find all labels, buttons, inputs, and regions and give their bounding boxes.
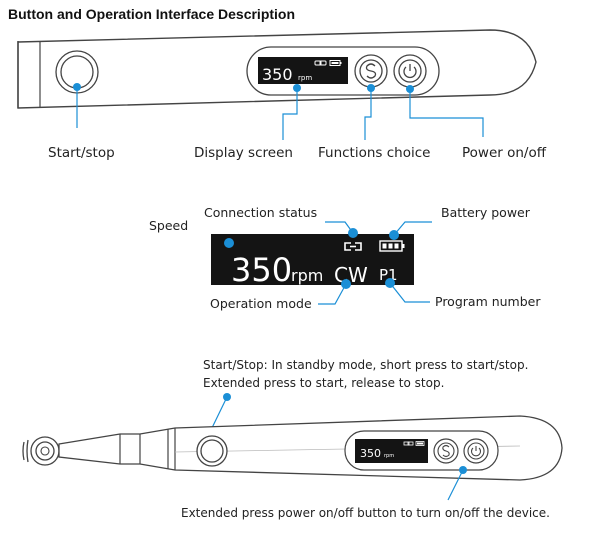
- contra-angle-head: [22, 436, 60, 466]
- battery-icon: [415, 441, 425, 446]
- label-start-stop: Start/stop: [48, 145, 115, 161]
- detail-speed-unit: rpm: [291, 266, 323, 285]
- note-start-line1: Start/Stop: In standby mode, short press…: [203, 358, 528, 372]
- device-power-button[interactable]: [463, 438, 489, 464]
- callout-line: [447, 469, 464, 501]
- handpiece-top: 350 rpm: [17, 29, 547, 161]
- power-icon: [403, 64, 417, 79]
- battery-icon: [379, 240, 405, 252]
- link-icon: [314, 60, 327, 66]
- device-display-speed: 350: [360, 447, 381, 460]
- display-detail: 350 rpm CW P1: [149, 205, 541, 311]
- device-display-screen: 350 rpm: [355, 439, 428, 463]
- label-battery-power: Battery power: [441, 205, 531, 220]
- detail-speed-value: 350: [231, 251, 292, 289]
- label-program-number: Program number: [435, 294, 541, 309]
- display-screen: 350 rpm: [258, 57, 348, 84]
- full-device: Start/Stop: In standby mode, short press…: [22, 358, 563, 520]
- label-speed: Speed: [149, 218, 188, 233]
- functions-choice-button[interactable]: [354, 54, 388, 88]
- note-start-line2: Extended press to start, release to stop…: [203, 376, 444, 390]
- detail-mode: CW: [334, 263, 368, 287]
- s-function-icon: [365, 63, 377, 79]
- power-button[interactable]: [393, 54, 427, 88]
- callouts-detail: [224, 221, 432, 305]
- device-start-stop-button[interactable]: [196, 435, 228, 467]
- device-functions-button[interactable]: [433, 438, 459, 464]
- s-function-icon: [442, 444, 450, 458]
- display-unit: rpm: [298, 74, 312, 82]
- display-speed: 350: [262, 65, 293, 84]
- note-power: Extended press power on/off button to tu…: [181, 506, 550, 520]
- page-title: Button and Operation Interface Descripti…: [8, 6, 296, 22]
- battery-icon: [329, 60, 342, 66]
- label-operation-mode: Operation mode: [210, 296, 312, 311]
- device-display-unit: rpm: [384, 453, 394, 459]
- label-power: Power on/off: [462, 145, 547, 161]
- link-icon: [344, 242, 362, 251]
- label-connection-status: Connection status: [204, 205, 317, 220]
- start-stop-button[interactable]: [55, 50, 99, 94]
- link-icon: [403, 441, 414, 446]
- label-display-screen: Display screen: [194, 145, 293, 161]
- label-functions-choice: Functions choice: [318, 145, 430, 161]
- power-icon: [470, 446, 482, 457]
- callouts-top: [73, 83, 484, 140]
